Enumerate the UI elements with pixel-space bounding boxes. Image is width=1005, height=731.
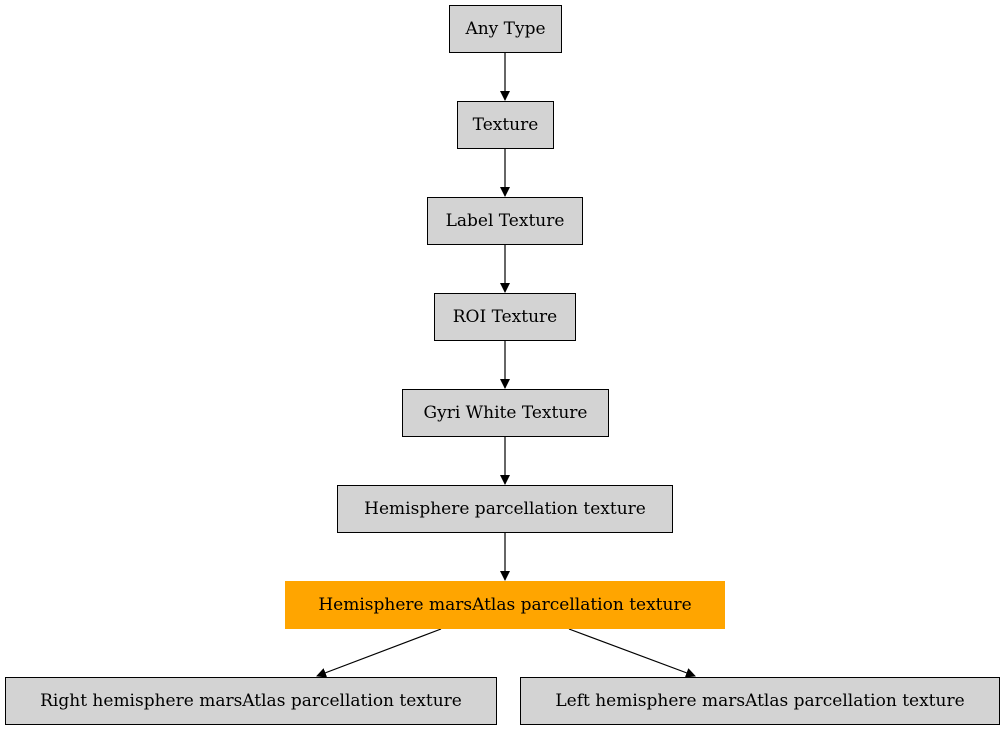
node-left-hemisphere-marsatlas-parcellation-texture-label: Left hemisphere marsAtlas parcellation t… [555,691,965,711]
node-gyri-white-texture-label: Gyri White Texture [423,403,588,423]
node-hemisphere-marsatlas-parcellation-texture-label: Hemisphere marsAtlas parcellation textur… [318,595,692,615]
node-label-texture[interactable]: Label Texture [427,197,583,245]
node-any-type-label: Any Type [465,19,546,39]
edge-marsatlas-to-left-hemisphere [568,628,696,678]
node-texture-label: Texture [472,115,539,135]
node-right-hemisphere-marsatlas-parcellation-texture[interactable]: Right hemisphere marsAtlas parcellation … [5,677,497,725]
node-hemisphere-marsatlas-parcellation-texture[interactable]: Hemisphere marsAtlas parcellation textur… [285,581,725,629]
node-right-hemisphere-marsatlas-parcellation-texture-label: Right hemisphere marsAtlas parcellation … [40,691,462,711]
node-left-hemisphere-marsatlas-parcellation-texture[interactable]: Left hemisphere marsAtlas parcellation t… [520,677,1000,725]
node-any-type[interactable]: Any Type [449,5,562,53]
node-texture[interactable]: Texture [457,101,554,149]
node-hemisphere-parcellation-texture[interactable]: Hemisphere parcellation texture [337,485,673,533]
node-gyri-white-texture[interactable]: Gyri White Texture [402,389,609,437]
node-roi-texture[interactable]: ROI Texture [434,293,576,341]
node-hemisphere-parcellation-texture-label: Hemisphere parcellation texture [364,499,646,519]
node-label-texture-label: Label Texture [445,211,565,231]
edge-marsatlas-to-right-hemisphere [316,628,442,678]
node-roi-texture-label: ROI Texture [452,307,558,327]
